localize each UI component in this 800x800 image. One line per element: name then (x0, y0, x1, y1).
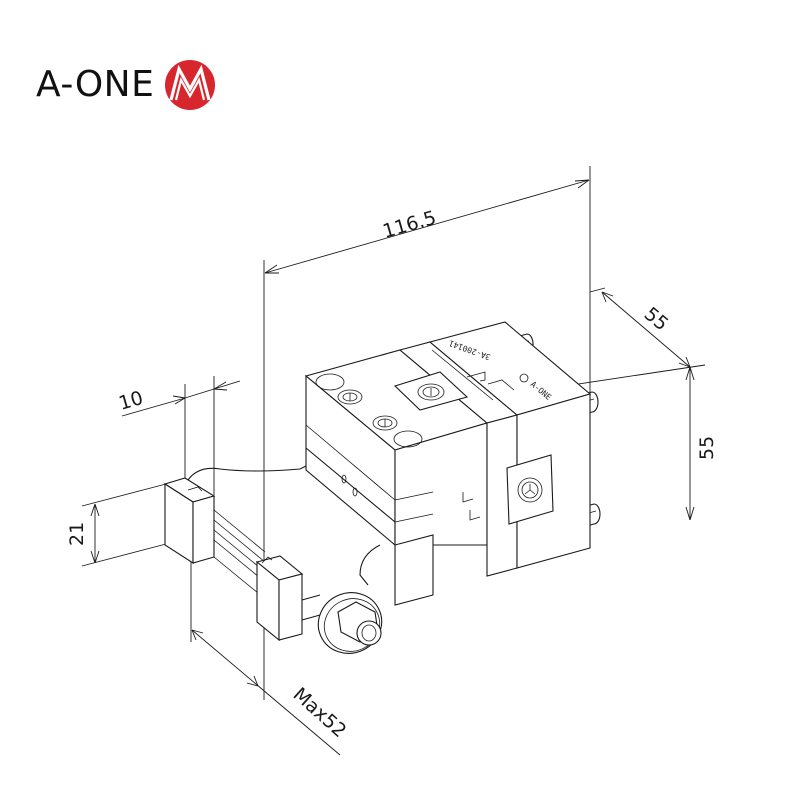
top-clamp-plate (393, 371, 469, 411)
brand-logo: A-ONE (36, 60, 216, 110)
red-circle-m-logo-icon (165, 60, 216, 110)
clamping-nut-assembly (317, 592, 383, 654)
holder-body-left-block (304, 349, 489, 547)
dimension-jaw-height: 21 (66, 483, 167, 567)
dimension-label-116-5: 116.5 (380, 207, 438, 243)
holder-body-reference-plates: 3A-200141 A-ONE (398, 321, 592, 577)
dimension-label-21: 21 (66, 522, 88, 546)
dimension-jaw-offset: 10 (116, 376, 241, 495)
dimension-label-55-height: 55 (696, 436, 718, 460)
side-clamp-plate (506, 454, 554, 525)
jaw-assembly (163, 465, 434, 642)
brand-name: A-ONE (36, 64, 155, 105)
dimension-depth: 55 (589, 287, 691, 368)
dimension-label-max52: Max52 (289, 683, 351, 742)
dimension-label-55-depth: 55 (640, 303, 673, 335)
